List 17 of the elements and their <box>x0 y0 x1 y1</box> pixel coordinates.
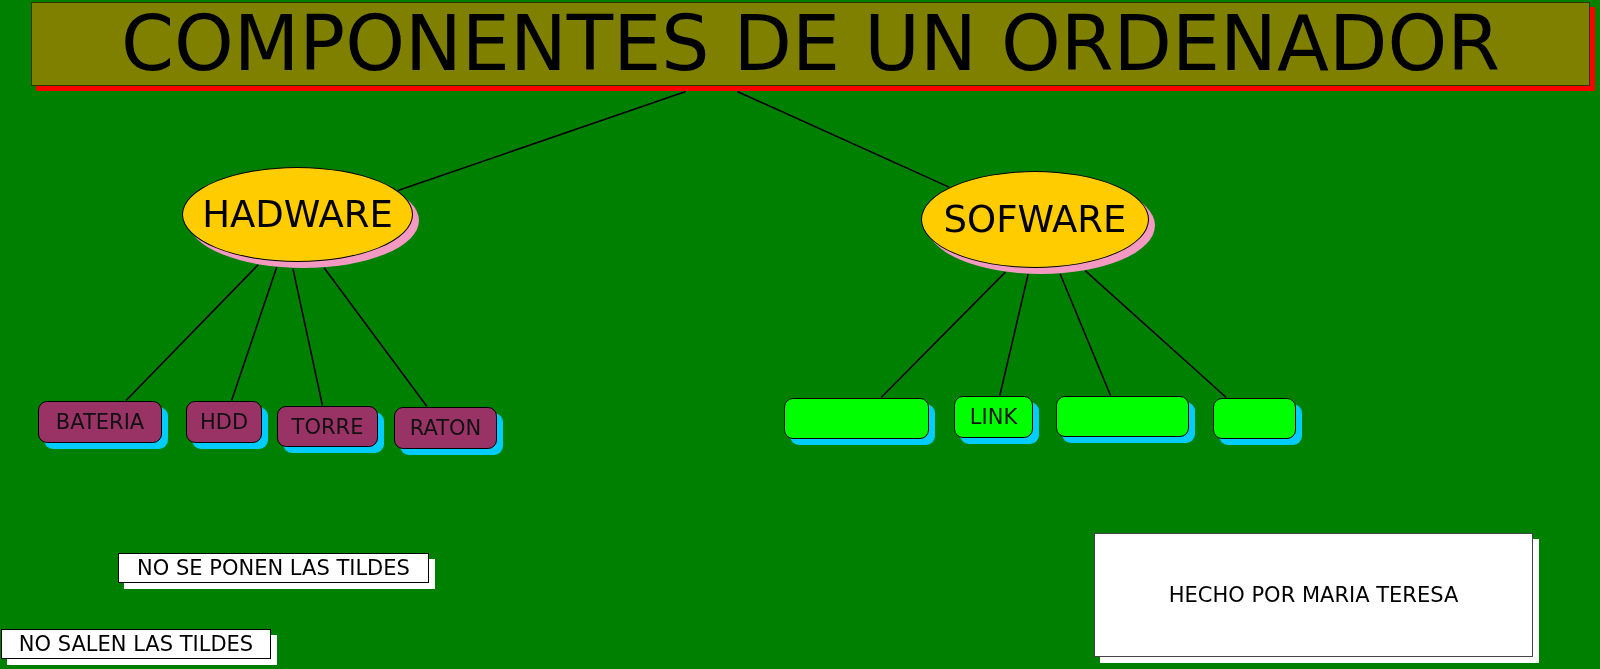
connector-line <box>999 273 1029 397</box>
connector-line <box>292 267 324 407</box>
connector-line <box>1084 269 1228 399</box>
credit-text: HECHO POR MARIA TERESA <box>1168 583 1459 607</box>
title-text: COMPONENTES DE UN ORDENADOR <box>120 6 1501 82</box>
node-label: RATON <box>409 416 482 440</box>
node-label: BATERIA <box>55 410 145 434</box>
connector-line <box>1059 273 1112 397</box>
node-label: TORRE <box>291 414 364 439</box>
note-text: NO SALEN LAS TILDES <box>18 632 254 656</box>
connector-line <box>125 263 260 402</box>
node-label: LINK <box>969 405 1018 429</box>
node-label: HADWARE <box>202 193 393 236</box>
node-label: SOFWARE <box>943 198 1127 241</box>
node-label: HDD <box>199 410 249 434</box>
connector-line <box>880 271 1007 399</box>
note-text: NO SE PONEN LAS TILDES <box>137 556 410 580</box>
